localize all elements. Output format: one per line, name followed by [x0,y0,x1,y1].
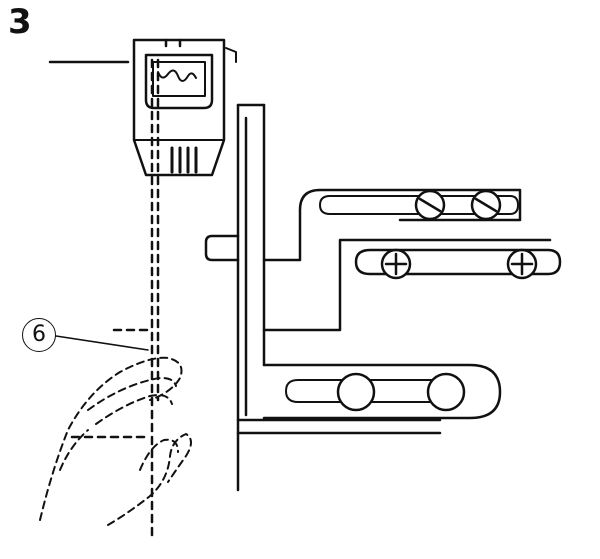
step-number: 3 [8,2,32,42]
hook-mark [225,47,237,63]
cross-head-screw-icon [414,189,502,221]
adjust-knob-icon [336,372,376,412]
callout-leader [55,335,149,351]
frame-tab [204,234,240,262]
lower-guide-plate [262,363,502,420]
upper-bracket [262,188,522,262]
callout-label: 6 [22,318,56,352]
finger-hand-icon [39,356,192,526]
adjust-knob-icon [426,372,466,412]
presser-foot-icon [132,38,226,177]
middle-bracket [262,238,552,332]
needle-guide-lines [70,58,160,537]
cross-head-screw-icon [380,248,538,280]
screw-rail [354,248,562,276]
frame-plate [236,103,442,492]
